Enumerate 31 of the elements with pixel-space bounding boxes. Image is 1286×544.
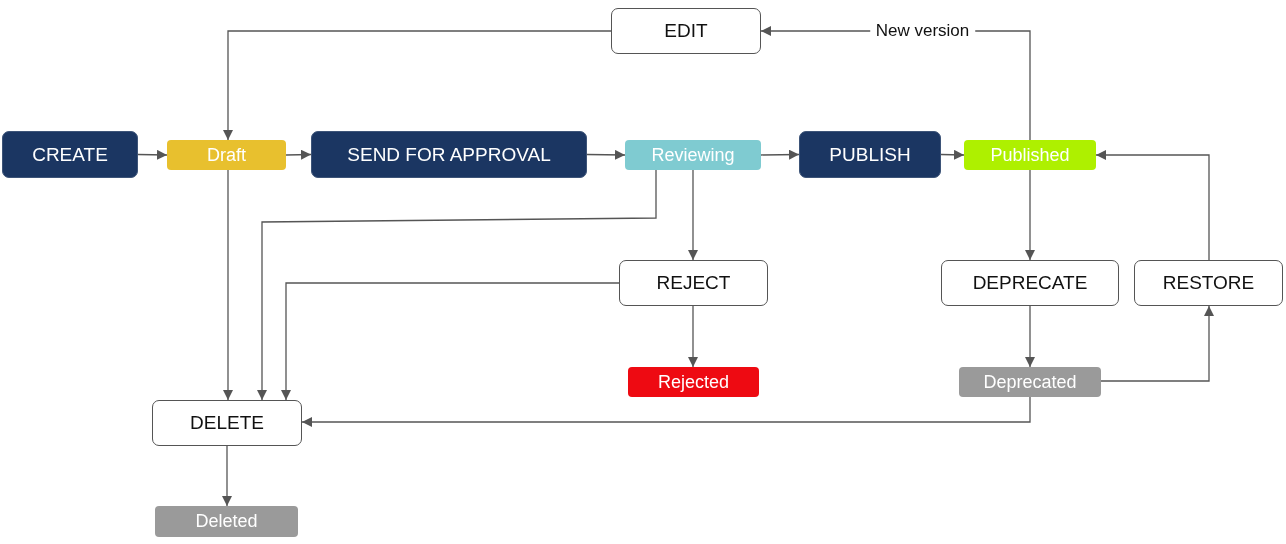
arrow xyxy=(688,169,698,261)
state-badge: Reviewing xyxy=(625,140,761,170)
arrow xyxy=(257,169,657,401)
action-box: CREATE xyxy=(2,131,138,178)
arrow xyxy=(281,282,620,401)
arrow xyxy=(1025,305,1035,368)
arrow xyxy=(586,149,626,160)
arrow xyxy=(223,30,612,141)
action-box: RESTORE xyxy=(1134,260,1283,306)
action-box: DEPRECATE xyxy=(941,260,1119,306)
arrow xyxy=(760,149,800,160)
arrow xyxy=(137,149,168,160)
arrow xyxy=(285,149,312,160)
state-badge: Deleted xyxy=(155,506,298,537)
action-box: PUBLISH xyxy=(799,131,941,178)
state-badge: Published xyxy=(964,140,1096,170)
action-box: REJECT xyxy=(619,260,768,306)
action-box: EDIT xyxy=(611,8,761,54)
arrow xyxy=(688,305,698,368)
action-box: DELETE xyxy=(152,400,302,446)
arrow xyxy=(1095,150,1210,261)
arrow xyxy=(223,169,233,401)
arrow xyxy=(940,149,965,160)
state-badge: Rejected xyxy=(628,367,759,397)
action-box: SEND FOR APPROVAL xyxy=(311,131,587,178)
arrow xyxy=(222,445,232,507)
arrow xyxy=(1025,169,1035,261)
state-badge: Draft xyxy=(167,140,286,170)
arrow xyxy=(301,396,1031,427)
state-badge: Deprecated xyxy=(959,367,1101,397)
arrow xyxy=(1100,305,1214,382)
